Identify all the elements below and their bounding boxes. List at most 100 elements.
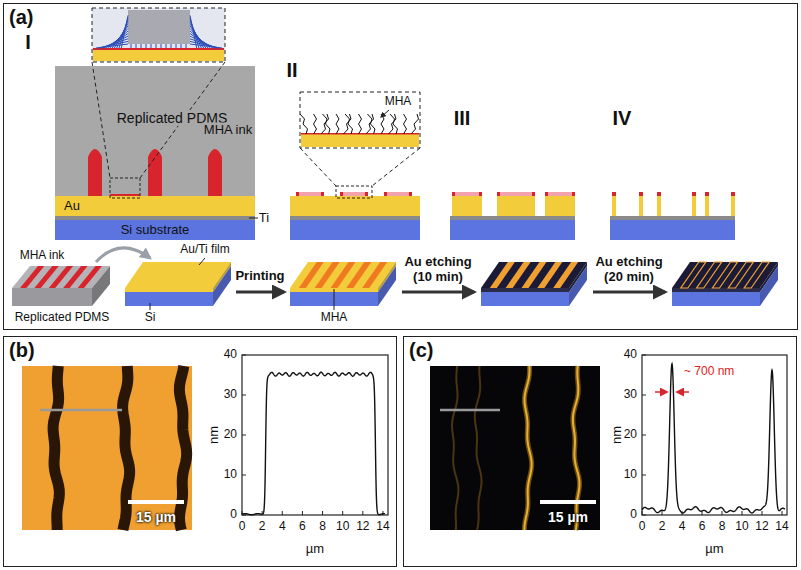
tick-mark [342, 511, 343, 515]
mha-pattern [452, 192, 482, 196]
tick-mark [322, 511, 323, 515]
mha-molecule [131, 44, 132, 48]
leader-line [199, 258, 205, 265]
film-side [213, 266, 231, 306]
profile-line [440, 409, 500, 412]
gold-line [639, 196, 643, 216]
part-label: Si [145, 311, 156, 325]
tick-label: 8 [719, 520, 726, 534]
process-arrow [402, 291, 474, 294]
height-profile [242, 372, 385, 515]
tick-mark [242, 395, 246, 396]
part-label: Au [64, 199, 80, 214]
mha-molecule [156, 44, 157, 48]
inset-frame [300, 92, 420, 148]
tick-label: 30 [624, 388, 637, 402]
mha-edge [657, 192, 661, 196]
mha-edge [731, 192, 735, 196]
tick-label: 0 [239, 520, 246, 534]
part-label: MHA [385, 95, 412, 109]
silicon-substrate [610, 220, 735, 240]
mha-ink [148, 149, 162, 196]
tick-label: 10 [624, 468, 637, 482]
tick-label: 2 [659, 520, 666, 534]
gold-line-glow [573, 366, 580, 530]
zoom-line [372, 148, 420, 186]
tick-label: 4 [279, 520, 286, 534]
mha-edge [705, 192, 709, 196]
process-arrow [236, 291, 284, 294]
part-label: Ti [259, 211, 269, 226]
pdms-feature [128, 10, 190, 44]
tick-label: 12 [755, 520, 768, 534]
panel-label: (a) [9, 6, 33, 29]
tick-label: 20 [624, 428, 637, 442]
profile-line [40, 409, 122, 412]
tick-mark [282, 511, 283, 515]
pattern-stripe [697, 262, 722, 288]
etched-stripe [53, 366, 59, 530]
scale-label: 15 µm [136, 509, 176, 525]
mha-molecule [166, 44, 167, 48]
mha-pattern [296, 192, 324, 196]
gold-layer [93, 50, 224, 61]
panel-frame: (a) [3, 3, 798, 330]
panel-label: (c) [409, 339, 433, 362]
mha-molecule [190, 15, 197, 48]
gold-line [657, 196, 661, 216]
axis-title: µm [306, 542, 324, 557]
film-side [378, 266, 396, 306]
plot-frame [642, 355, 787, 515]
mha-layer [93, 48, 224, 50]
mha-edge [409, 192, 412, 196]
part-label: MHA ink [20, 249, 65, 263]
film-side [125, 288, 213, 292]
gold-pattern [497, 196, 535, 216]
inset-background [300, 92, 420, 148]
mha-molecule [359, 114, 362, 134]
mha-molecule [181, 44, 182, 48]
gold-line-image [475, 366, 482, 530]
dimension-label: ~ 700 nm [684, 365, 734, 379]
tick-mark [642, 435, 646, 436]
tick-label: 2 [259, 520, 266, 534]
tick-label: 10 [735, 520, 748, 534]
process-arrow [593, 291, 665, 294]
pdms-stamp [55, 66, 255, 196]
mha-edge [296, 192, 299, 196]
tick-mark [302, 511, 303, 515]
gold-layer [55, 196, 255, 216]
tick-mark [642, 355, 646, 356]
silicon-substrate [55, 220, 255, 240]
mha-molecule [151, 44, 152, 48]
mha-molecule [323, 114, 331, 134]
leader-line [150, 303, 151, 310]
film-top [672, 262, 778, 288]
panel-label: (b) [9, 339, 35, 362]
gold-line [612, 196, 616, 216]
film-side [481, 288, 569, 292]
part-label: MHA [321, 311, 348, 325]
etched-stripe [123, 366, 130, 530]
gold-pattern [452, 196, 482, 216]
inset-frame [92, 8, 225, 62]
tick-label: 6 [299, 520, 306, 534]
mha-pattern [384, 192, 412, 196]
titanium-layer [450, 216, 575, 220]
mha-pattern [497, 192, 535, 196]
mha-molecule [141, 44, 142, 48]
pattern-stripe [681, 262, 706, 288]
mha-layer [301, 133, 419, 135]
mha-edge [692, 192, 696, 196]
mha-molecule [186, 44, 187, 48]
step-label: Au etching (20 min) [587, 255, 671, 285]
mha-molecule [368, 114, 376, 134]
step-numeral: IV [613, 107, 632, 130]
mha-molecule [300, 114, 308, 134]
mha-edge [639, 192, 643, 196]
mha-molecule [176, 44, 177, 48]
tick-label: 20 [224, 428, 237, 442]
film-side [125, 292, 213, 306]
optical-image [22, 366, 192, 530]
mha-edge [479, 192, 482, 196]
